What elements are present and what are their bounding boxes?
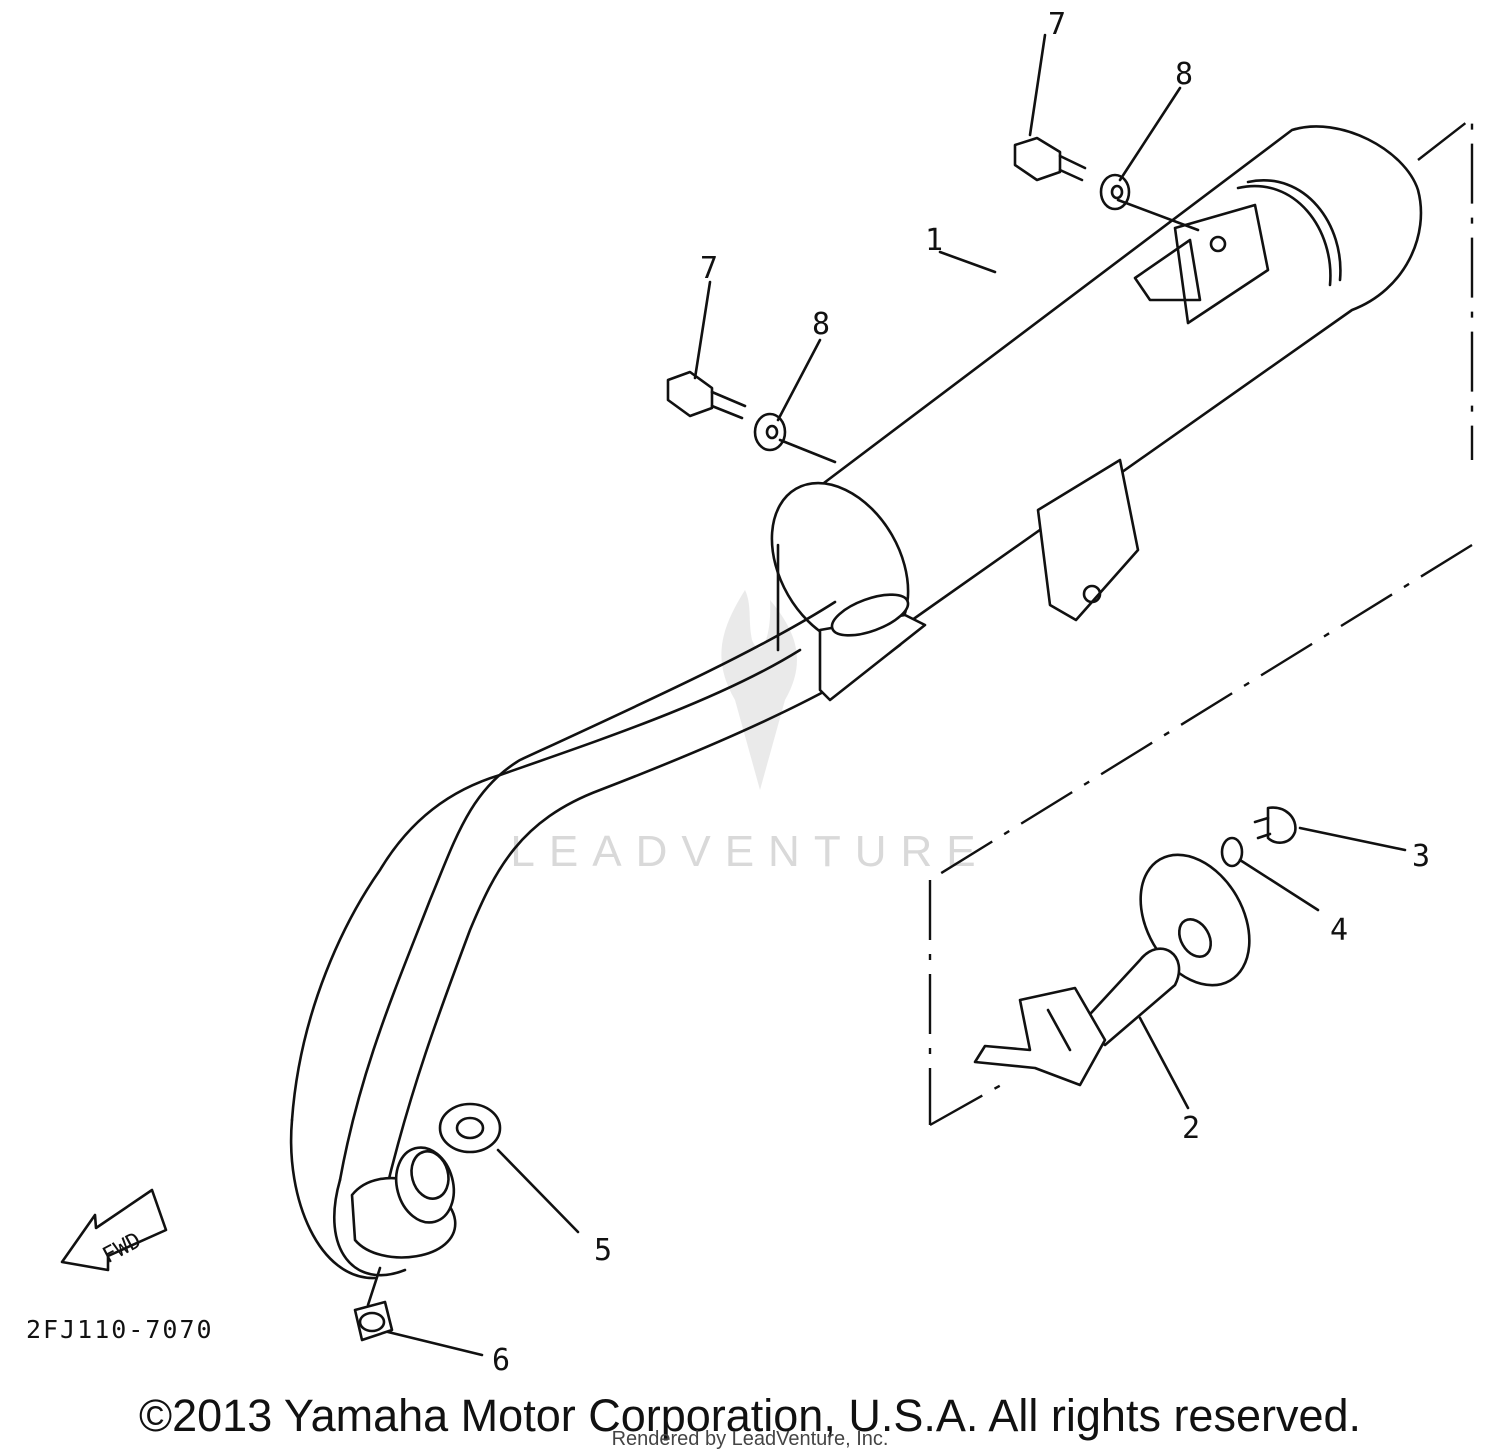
diagram-part-number: 2FJ110-7070 xyxy=(26,1315,214,1344)
callout-6: 6 xyxy=(492,1343,510,1378)
callout-7-lower: 7 xyxy=(700,251,718,286)
screw-part-3 xyxy=(1253,806,1297,844)
muffler xyxy=(770,125,1423,652)
callout-1: 1 xyxy=(925,223,943,258)
pipe-flange xyxy=(350,1146,457,1259)
callout-4: 4 xyxy=(1330,913,1348,948)
callout-5: 5 xyxy=(594,1233,612,1268)
callout-2: 2 xyxy=(1182,1111,1200,1146)
bolt-part-7-upper xyxy=(1013,136,1087,182)
washer-part-8-lower xyxy=(753,412,787,452)
nut-part-6 xyxy=(353,1300,394,1342)
gasket-part-5 xyxy=(438,1102,502,1154)
assembly-boundary xyxy=(928,115,1474,1127)
spark-arrester-part-2 xyxy=(973,853,1251,1087)
callout-3: 3 xyxy=(1412,839,1430,874)
callout-7-upper: 7 xyxy=(1048,7,1066,42)
bolt-part-7-lower xyxy=(666,370,747,420)
watermark-text: LEADVENTURE xyxy=(510,827,989,876)
callout-8-lower: 8 xyxy=(812,307,830,342)
copyright-notice: ©2013 Yamaha Motor Corporation, U.S.A. A… xyxy=(138,1390,1362,1441)
callout-8-upper: 8 xyxy=(1175,57,1193,92)
washer-part-4 xyxy=(1220,836,1244,868)
leader-lines xyxy=(366,33,1407,1357)
rendered-by-notice: Rendered by LeadVenture, Inc. xyxy=(611,1428,889,1450)
fwd-arrow-icon: FWD xyxy=(60,1188,168,1272)
watermark-logo xyxy=(721,590,797,790)
exhaust-pipe xyxy=(289,593,927,1280)
